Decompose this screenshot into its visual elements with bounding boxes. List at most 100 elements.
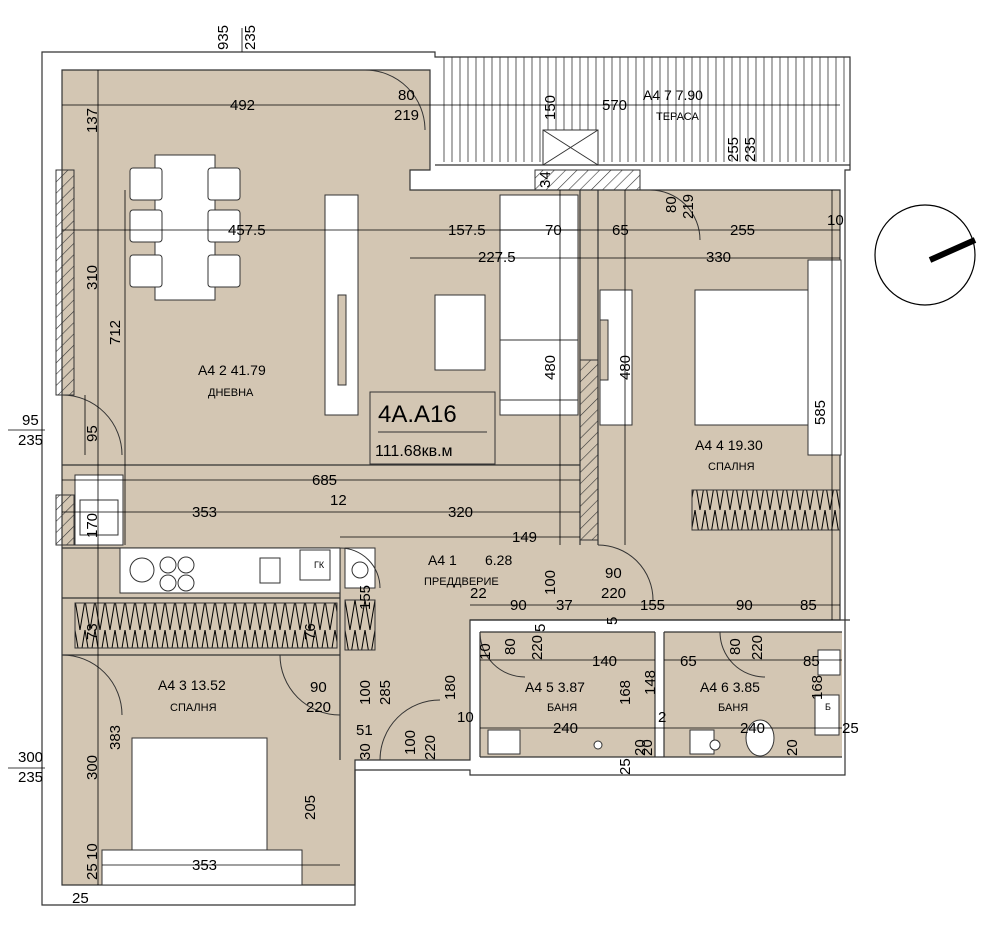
dim-935: 935 xyxy=(215,25,232,50)
dim-285: 285 xyxy=(377,680,394,705)
unit-box: 4A.A16 111.68кв.м xyxy=(369,391,496,465)
dim-70: 70 xyxy=(545,222,562,239)
dim-220-door: 220 xyxy=(422,735,439,760)
dimensions: 935 235 492 137 80 219 150 570 255 235 4… xyxy=(18,25,859,907)
dim-65-bath: 65 xyxy=(680,653,697,670)
dimension-lines xyxy=(8,28,842,885)
dim-10-bl: 10 xyxy=(84,843,101,860)
dim-235-outer: 235 xyxy=(18,432,43,449)
dim-20-a: 20 xyxy=(639,739,656,756)
dim-168-b: 168 xyxy=(809,675,826,700)
dim-685: 685 xyxy=(312,472,337,489)
dim-227-5: 227.5 xyxy=(478,249,516,266)
dim-2: 2 xyxy=(658,709,666,726)
bedroom-left-furniture xyxy=(101,737,303,886)
dim-155-b: 155 xyxy=(357,585,374,610)
bedroom-right-id: A4 4 19.30 xyxy=(695,437,763,453)
terrace-id: A4 7 7.90 xyxy=(643,87,703,103)
dim-95-outer: 95 xyxy=(22,412,39,429)
dim-310: 310 xyxy=(84,265,101,290)
dim-30: 30 xyxy=(357,743,374,760)
dim-20-c: 20 xyxy=(632,739,649,756)
dim-235-terrace: 235 xyxy=(742,137,759,162)
bedroom-left-id: A4 3 13.52 xyxy=(158,677,226,693)
dim-353-kitchen: 353 xyxy=(192,504,217,521)
terrace-name: ТЕРАСА xyxy=(656,111,699,123)
kitchen xyxy=(74,474,376,651)
dim-25-bl: 25 xyxy=(84,863,101,880)
dim-712: 712 xyxy=(107,320,124,345)
dim-90-bed: 90 xyxy=(310,679,327,696)
dim-492: 492 xyxy=(230,97,255,114)
dim-22: 22 xyxy=(470,585,487,602)
dim-220-bath2: 220 xyxy=(749,635,766,660)
bedroom-left-name: СПАЛНЯ xyxy=(170,702,217,714)
dim-170: 170 xyxy=(84,513,101,538)
room-labels: A4 7 7.90 ТЕРАСА A4 2 41.79 ДНЕВНА A4 4 … xyxy=(158,87,831,714)
dim-480-right: 480 xyxy=(617,355,634,380)
dim-220-bath1: 220 xyxy=(529,635,546,660)
dim-5-a: 5 xyxy=(532,624,549,632)
b-label: Б xyxy=(825,702,831,712)
dim-10-bath: 10 xyxy=(477,643,494,660)
dim-90-b: 90 xyxy=(736,597,753,614)
dim-80-top: 80 xyxy=(398,87,415,104)
dim-10-right: 10 xyxy=(827,212,844,229)
dining-set xyxy=(129,154,241,301)
dim-585: 585 xyxy=(812,400,829,425)
dim-255-top: 255 xyxy=(725,137,742,162)
bedroom-right-furniture xyxy=(599,259,842,531)
unit-code: 4A.A16 xyxy=(378,401,457,428)
bath2-id: A4 6 3.85 xyxy=(700,679,760,695)
dim-76: 76 xyxy=(302,623,319,640)
dim-25-bath: 25 xyxy=(617,758,634,775)
bath2-name: БАНЯ xyxy=(718,702,748,714)
dim-150: 150 xyxy=(542,95,559,120)
bath1-name: БАНЯ xyxy=(547,702,577,714)
bath1-id: A4 5 3.87 xyxy=(525,679,585,695)
gk-label: ГК xyxy=(314,560,325,570)
dim-255: 255 xyxy=(730,222,755,239)
dim-80-door: 80 xyxy=(663,196,680,213)
floor-terrace xyxy=(435,57,850,165)
dining-table xyxy=(154,154,216,301)
dim-37: 37 xyxy=(556,597,573,614)
dim-34: 34 xyxy=(537,171,554,188)
dim-220-hall: 220 xyxy=(601,585,626,602)
dim-100-door: 100 xyxy=(402,730,419,755)
dim-383: 383 xyxy=(107,725,124,750)
dim-51: 51 xyxy=(356,722,373,739)
dim-235-top: 235 xyxy=(242,25,259,50)
bedroom-right-name: СПАЛНЯ xyxy=(708,461,755,473)
dim-219-top: 219 xyxy=(394,107,419,124)
dim-480-left: 480 xyxy=(542,355,559,380)
unit-total-area: 111.68кв.м xyxy=(375,443,453,460)
dim-235-outer-b: 235 xyxy=(18,769,43,786)
dim-5-b: 5 xyxy=(604,617,621,625)
dim-73: 73 xyxy=(84,623,101,640)
hall-id: A4 1 xyxy=(428,552,457,568)
hall-name: ПРЕДДВЕРИЕ xyxy=(424,576,499,588)
dim-320: 320 xyxy=(448,504,473,521)
dim-240-b: 240 xyxy=(740,720,765,737)
dim-300-inner: 300 xyxy=(84,755,101,780)
living-name: ДНЕВНА xyxy=(208,387,254,399)
dim-12: 12 xyxy=(330,492,347,509)
dim-65: 65 xyxy=(612,222,629,239)
dim-353-bed: 353 xyxy=(192,857,217,874)
wardrobe-right xyxy=(691,489,841,531)
dim-168-a: 168 xyxy=(617,680,634,705)
dim-205: 205 xyxy=(302,795,319,820)
compass xyxy=(874,204,977,306)
dim-100-hall: 100 xyxy=(542,570,559,595)
dim-90-a: 90 xyxy=(510,597,527,614)
living-id: A4 2 41.79 xyxy=(198,362,266,378)
wardrobe-left xyxy=(74,602,338,649)
dim-330: 330 xyxy=(706,249,731,266)
dim-25-corner: 25 xyxy=(72,890,89,907)
dim-100-bed: 100 xyxy=(357,680,374,705)
dim-457-5: 457.5 xyxy=(228,222,266,239)
terrace-box-cross-2 xyxy=(542,129,599,166)
dim-85-a: 85 xyxy=(800,597,817,614)
